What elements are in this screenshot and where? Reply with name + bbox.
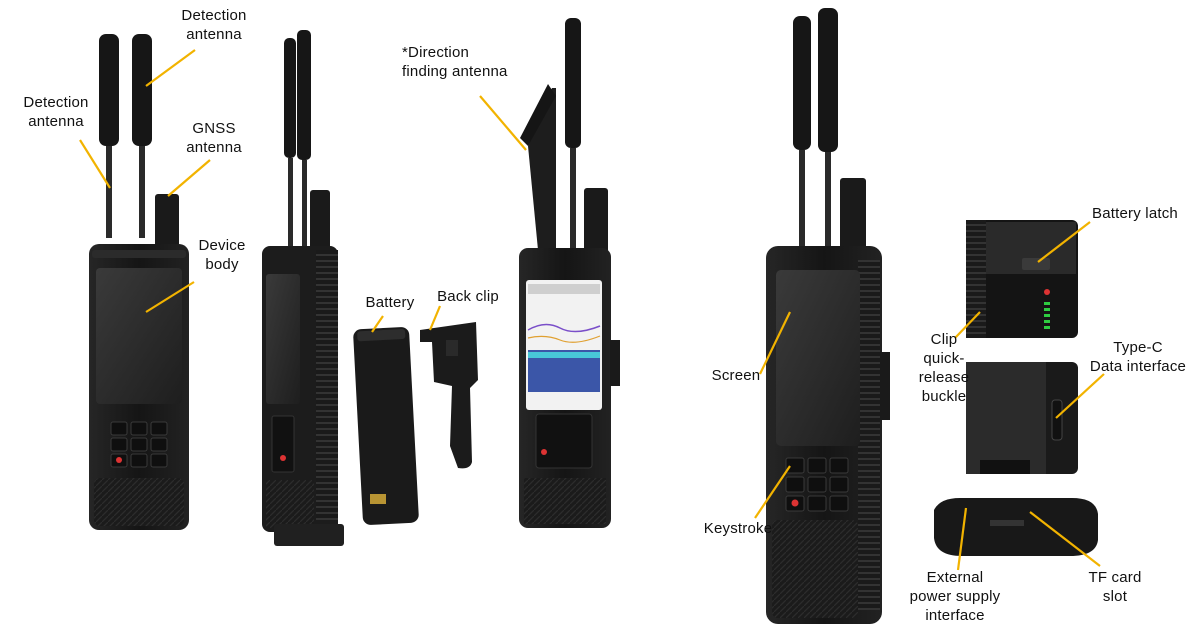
screen-right <box>776 270 860 446</box>
closeup-bottom <box>934 498 1098 556</box>
label-direction-finding-antenna: *Direction finding antenna <box>402 44 508 80</box>
label-detection-antenna-top: Detection antenna <box>181 7 247 43</box>
label-battery: Battery <box>365 294 415 311</box>
led-indicator-icon <box>1044 302 1050 329</box>
label-gnss-antenna: GNSS antenna <box>186 120 242 156</box>
keypad-icon <box>110 421 168 468</box>
device-right-view <box>766 8 890 624</box>
screen <box>96 268 182 404</box>
label-detection-antenna-left: Detection antenna <box>23 94 89 130</box>
power-button-icon <box>116 457 122 463</box>
label-device-body: Device body <box>198 237 246 273</box>
label-tf-card: TF card slot <box>1088 569 1142 605</box>
label-keystroke: Keystroke <box>703 520 773 537</box>
device-df-view <box>519 18 620 528</box>
battery-part <box>353 327 419 525</box>
back-clip-part <box>420 322 478 469</box>
label-external-power: External power supply interface <box>909 569 1001 624</box>
label-back-clip: Back clip <box>437 288 499 305</box>
label-battery-latch: Battery latch <box>1092 205 1178 222</box>
leader-lines <box>79 49 1105 571</box>
closeup-battery-latch <box>966 220 1078 338</box>
label-screen: Screen <box>711 367 761 384</box>
label-type-c: Type-C Data interface <box>1089 339 1187 375</box>
antenna-icon <box>99 34 179 252</box>
label-clip-release: Clip quick- release buckle <box>918 331 970 405</box>
device-front-view <box>89 34 189 530</box>
device-side-view <box>262 30 344 546</box>
closeup-type-c <box>966 362 1078 474</box>
direction-finding-antenna-icon <box>528 88 556 250</box>
